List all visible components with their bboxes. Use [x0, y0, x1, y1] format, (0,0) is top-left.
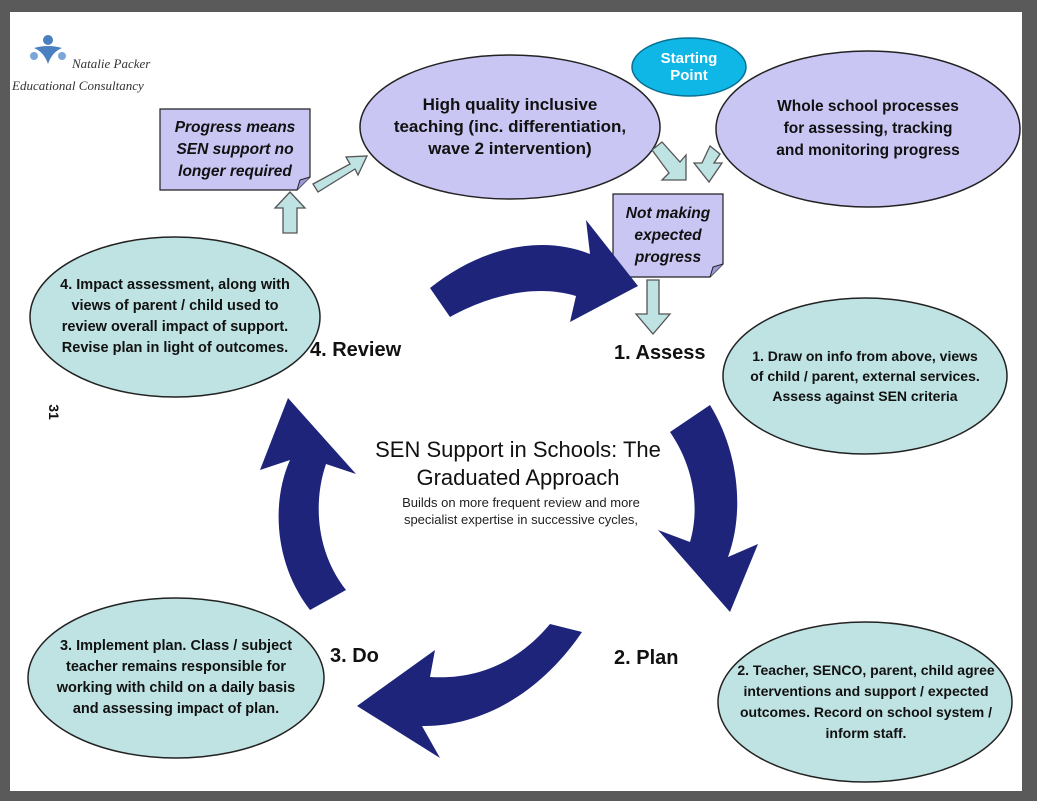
starting-point-label: Starting Point — [660, 50, 718, 84]
diagram-graphics — [27, 35, 1021, 783]
teaching-ellipse — [359, 54, 661, 200]
impact-text: 4. Impact assessment, along with views o… — [60, 277, 290, 356]
page-number: 31 — [45, 404, 62, 420]
implement-ellipse — [27, 597, 325, 759]
progress-note-text: Progress means SEN support no longer req… — [174, 119, 296, 180]
do-label: 3. Do — [330, 645, 379, 667]
assess-to-plan-arrow — [658, 405, 758, 612]
logo-line-1: Natalie Packer — [72, 56, 151, 71]
draw-ellipse — [722, 297, 1008, 455]
assess-label: 1. Assess — [614, 342, 706, 364]
not-making-text: Not making expected progress — [625, 205, 711, 266]
small-arrows — [273, 141, 724, 336]
plan-label: 2. Plan — [614, 647, 679, 669]
teacher-ellipse — [717, 621, 1013, 783]
center-title: SEN Support in Schools: The Graduated Ap… — [375, 437, 661, 490]
do-to-review-arrow — [260, 398, 356, 610]
logo-icon — [30, 35, 66, 64]
whole-school-ellipse — [715, 50, 1021, 208]
diagram-slide: Natalie Packer Educational Consultancy S… — [10, 12, 1022, 791]
teacher-text: 2. Teacher, SENCO, parent, child agree i… — [737, 662, 995, 741]
logo-line-2: Educational Consultancy — [12, 78, 144, 93]
teaching-text: High quality inclusive teaching (inc. di… — [393, 95, 627, 158]
impact-ellipse — [29, 236, 321, 398]
center-subtitle: Builds on more frequent review and more … — [402, 495, 640, 527]
implement-text: 3. Implement plan. Class / subject teach… — [56, 638, 296, 717]
review-to-assess-arrow — [430, 220, 638, 322]
draw-text: 1. Draw on info from above, views of chi… — [750, 348, 980, 404]
review-label: 4. Review — [310, 339, 402, 361]
starting-point-ellipse — [631, 37, 747, 97]
plan-to-do-arrow — [357, 624, 582, 758]
cycle-arrows — [260, 220, 758, 758]
whole-school-text: Whole school processes for assessing, tr… — [776, 98, 960, 159]
